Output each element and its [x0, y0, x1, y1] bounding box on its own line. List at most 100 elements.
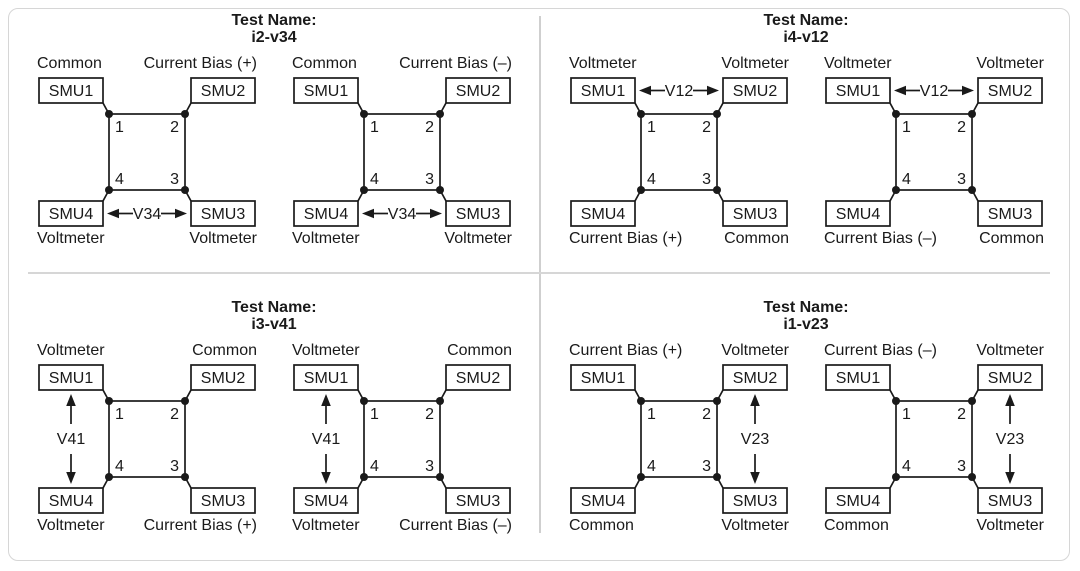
test-title-label: Test Name: — [231, 12, 317, 29]
smu4-box — [292, 200, 359, 227]
smu2-box-label: SMU2 — [455, 370, 500, 387]
corner-label-bottom-left: Voltmeter — [292, 517, 360, 534]
contact-dot — [180, 110, 189, 118]
smu4-box-label: SMU4 — [48, 493, 93, 510]
pad-number-2: 2 — [170, 119, 179, 136]
smu1-box-label: SMU1 — [835, 370, 880, 387]
corner-label-bottom-right: Common — [979, 230, 1044, 247]
pad-number-3: 3 — [425, 171, 434, 188]
pad-number-2: 2 — [702, 119, 711, 136]
corner-label-top-right: Common — [447, 342, 512, 359]
corner-label-bottom-left: Voltmeter — [37, 517, 105, 534]
sample-square — [362, 113, 441, 191]
smu2-box-label: SMU2 — [455, 83, 500, 100]
contact-dot — [359, 186, 368, 194]
smu3-box-label: SMU3 — [987, 206, 1032, 223]
smu4-box — [37, 200, 104, 227]
corner-label-top-right: Voltmeter — [721, 55, 789, 72]
smu3-box-label: SMU3 — [455, 493, 500, 510]
smu1-box — [292, 77, 359, 104]
contact-dot — [104, 397, 113, 405]
smu3-box — [721, 487, 788, 514]
voltage-label: V41 — [311, 431, 340, 448]
sample-square — [894, 400, 973, 478]
smu1-box — [37, 77, 104, 104]
pad-number-4: 4 — [902, 458, 911, 475]
pad-number-1: 1 — [115, 119, 124, 136]
horizontal-divider — [28, 272, 1050, 274]
vertical-divider — [539, 16, 541, 533]
corner-label-top-left: Voltmeter — [37, 342, 105, 359]
contact-dot — [636, 473, 645, 481]
smu3-box-label: SMU3 — [732, 206, 777, 223]
contact-dot — [359, 110, 368, 118]
voltage-label: V12 — [919, 83, 948, 100]
pad-number-4: 4 — [115, 458, 124, 475]
smu2-box-label: SMU2 — [732, 83, 777, 100]
smu1-box — [292, 364, 359, 391]
smu2-box — [444, 364, 511, 391]
smu1-box-label: SMU1 — [835, 83, 880, 100]
voltage-label: V34 — [387, 206, 416, 223]
contact-dot — [435, 110, 444, 118]
pad-number-4: 4 — [647, 458, 656, 475]
voltage-arrowhead-right — [429, 208, 442, 219]
corner-label-top-right: Common — [192, 342, 257, 359]
test-title: Test Name: i2-v34 — [231, 12, 316, 46]
smu1-box-label: SMU1 — [48, 370, 93, 387]
sample-square — [362, 400, 441, 478]
smu3-box — [976, 200, 1043, 227]
pad-number-2: 2 — [170, 406, 179, 423]
contact-dot — [891, 397, 900, 405]
smu4-box — [569, 487, 636, 514]
voltage-arrowhead-right — [174, 208, 187, 219]
pad-number-4: 4 — [647, 171, 656, 188]
smu1-box-label: SMU1 — [580, 83, 625, 100]
smu2-box — [721, 364, 788, 391]
voltage-arrowhead-up — [320, 394, 331, 406]
smu2-box — [189, 364, 256, 391]
pad-number-4: 4 — [902, 171, 911, 188]
voltage-arrowhead-right — [961, 85, 974, 96]
test-title-label: Test Name: — [763, 12, 849, 29]
pad-number-3: 3 — [957, 171, 966, 188]
contact-dot — [967, 473, 976, 481]
smu4-box-label: SMU4 — [303, 493, 348, 510]
smu1-box — [824, 77, 891, 104]
smu3-box — [721, 200, 788, 227]
voltage-arrowhead-right — [706, 85, 719, 96]
smu2-box-label: SMU2 — [200, 83, 245, 100]
contact-dot — [104, 110, 113, 118]
test-name: i4-v12 — [783, 29, 829, 46]
smu4-box-label: SMU4 — [835, 493, 880, 510]
corner-label-bottom-right: Voltmeter — [976, 517, 1044, 534]
test-title-label: Test Name: — [231, 299, 317, 316]
contact-dot — [435, 186, 444, 194]
voltage-label: V12 — [664, 83, 693, 100]
corner-label-bottom-right: Current Bias (–) — [399, 517, 512, 534]
voltage-label: V23 — [740, 431, 769, 448]
smu4-box — [824, 487, 891, 514]
smu4-box-label: SMU4 — [580, 493, 625, 510]
contact-dot — [180, 397, 189, 405]
voltage-arrowhead-down — [65, 472, 76, 484]
corner-label-bottom-right: Voltmeter — [189, 230, 257, 247]
contact-dot — [967, 186, 976, 194]
voltage-arrowhead-up — [65, 394, 76, 406]
pad-number-3: 3 — [702, 171, 711, 188]
corner-label-bottom-left: Voltmeter — [292, 230, 360, 247]
smu1-box-label: SMU1 — [303, 83, 348, 100]
corner-label-bottom-right: Voltmeter — [721, 517, 789, 534]
sample-square — [107, 113, 186, 191]
smu1-box-label: SMU1 — [303, 370, 348, 387]
